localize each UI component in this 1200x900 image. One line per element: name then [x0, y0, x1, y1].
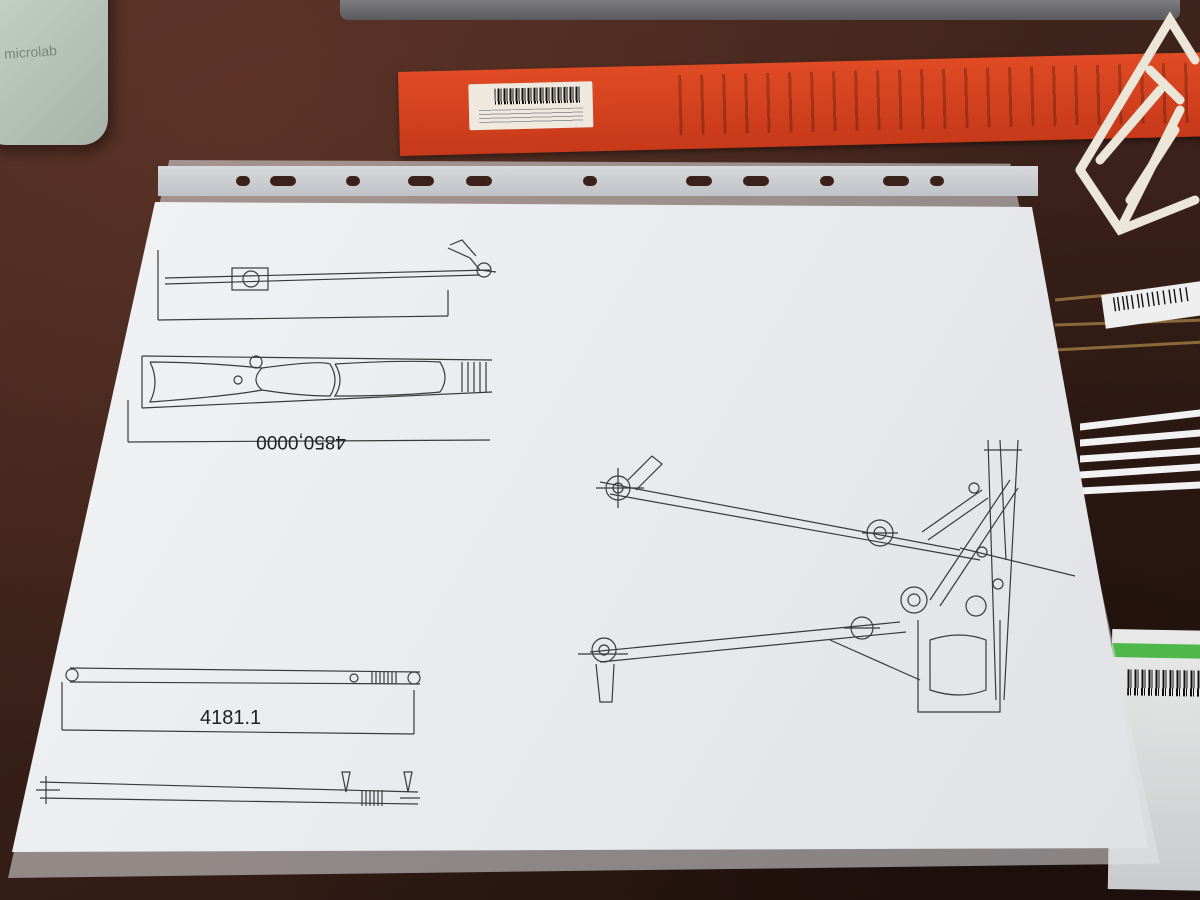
- speaker: microlab: [0, 0, 108, 145]
- punch-hole: [930, 176, 944, 186]
- punch-hole: [270, 176, 296, 186]
- white-model-stand: [1075, 11, 1200, 236]
- rod-top-view: [127, 355, 493, 443]
- punch-hole: [820, 176, 834, 186]
- dimension-label-top: 4850,0000: [256, 431, 346, 452]
- punch-hole: [466, 176, 492, 186]
- punch-hole: [883, 176, 909, 186]
- punch-hole: [346, 176, 360, 186]
- punch-hole: [408, 176, 434, 186]
- landing-gear-assembly: [578, 439, 1076, 713]
- rod-side-view-top: [157, 239, 497, 321]
- dimension-label-bottom: 4181.1: [200, 707, 261, 729]
- rod-top-view-bottom: [36, 771, 420, 806]
- laptop-edge: [340, 0, 1180, 20]
- punch-hole: [583, 176, 597, 186]
- white-plastic-rods: [1080, 409, 1200, 495]
- brass-rods: [1055, 281, 1200, 352]
- punch-hole: [686, 176, 712, 186]
- punch-hole: [236, 176, 250, 186]
- rod-side-view-bottom: [61, 667, 421, 735]
- sleeve-punched-strip: [158, 166, 1038, 196]
- punch-hole: [743, 176, 769, 186]
